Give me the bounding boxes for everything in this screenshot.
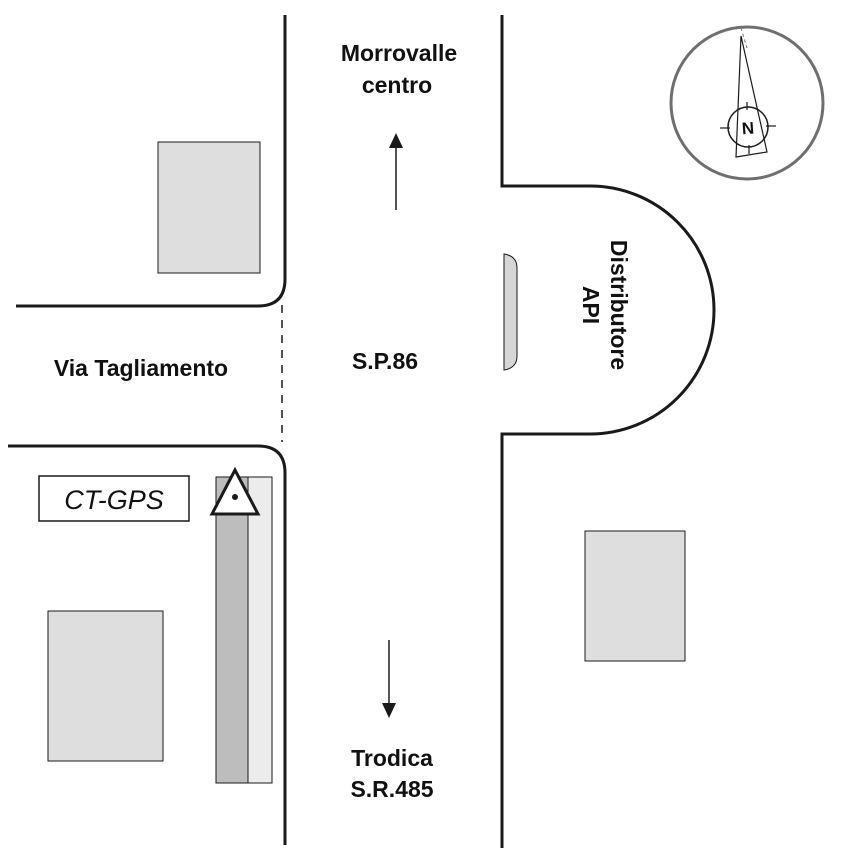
building-southeast (584, 530, 686, 662)
compass-rose-icon: N (669, 25, 825, 181)
building-northwest (157, 141, 261, 274)
main-road-label: S.P.86 (352, 348, 418, 374)
arrow-south-icon (382, 640, 396, 718)
side-street-label: Via Tagliamento (54, 355, 228, 381)
station-label-box: CT-GPS (38, 475, 190, 522)
building-southwest (47, 610, 164, 762)
fuel-station-label-line1: Distributore (606, 240, 632, 370)
curb-strip-light (247, 476, 273, 784)
curb-strip-dark (215, 476, 249, 784)
north-destination-line2: centro (362, 72, 432, 98)
station-label: CT-GPS (64, 485, 164, 515)
fuel-station-label-line2: API (578, 286, 604, 324)
fuel-station-island (503, 253, 518, 371)
road-edge-east (500, 15, 716, 848)
compass-north-letter: N (741, 119, 755, 139)
south-destination-line2: S.R.485 (350, 776, 433, 802)
gps-station-marker-icon (209, 466, 261, 516)
road-edge-southwest (8, 444, 287, 845)
south-destination-line1: Trodica (351, 745, 433, 771)
road-edge-northwest (16, 15, 287, 308)
north-destination-line1: Morrovalle (341, 40, 457, 66)
arrow-north-icon (389, 133, 403, 210)
